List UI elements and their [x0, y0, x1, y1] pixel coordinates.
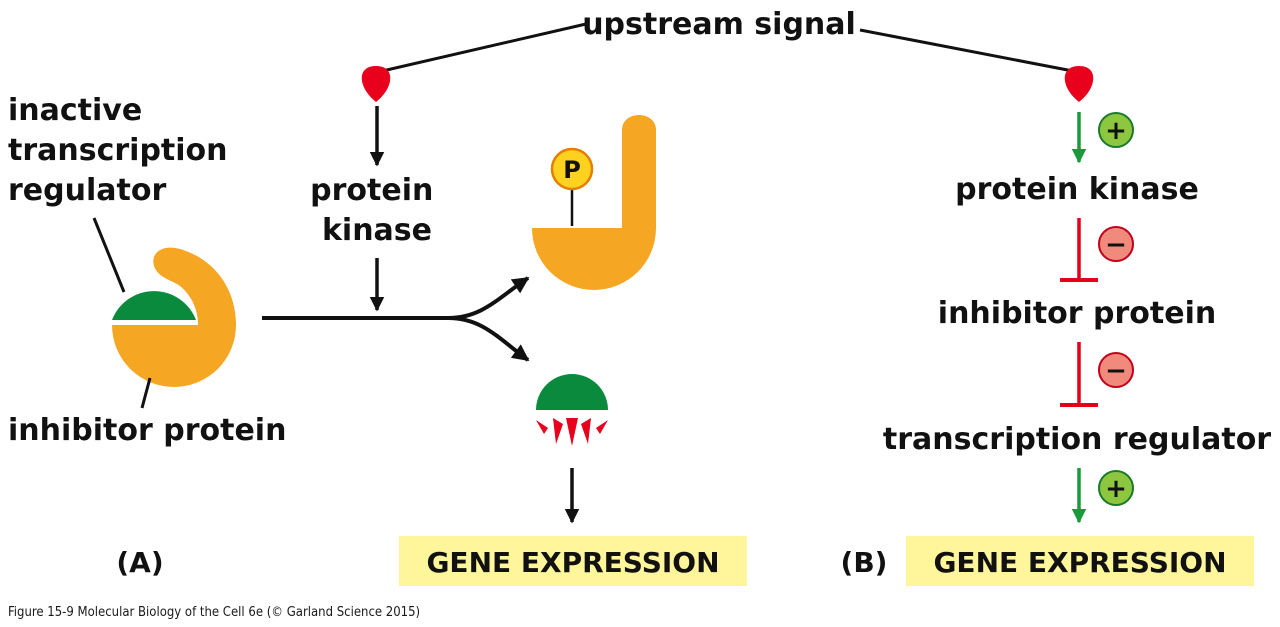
inhibitor-protein-left-label: inhibitor protein [8, 413, 286, 448]
protein-kinase-left-line-2: kinase [322, 213, 432, 248]
signal-connector-right [859, 28, 1079, 74]
signal-molecule-left [361, 66, 391, 102]
inhibitor-protein-shape [112, 247, 236, 387]
fork-upper-arrow [447, 276, 530, 320]
inactive-regulator-line-2: transcription [8, 133, 228, 168]
activation-badge-2 [1098, 470, 1134, 506]
transcription-regulator-right-label: transcription regulator [883, 422, 1271, 457]
panel-b-label: (B) [841, 546, 888, 579]
activity-ray-4 [581, 418, 591, 444]
phosphate-circle [550, 147, 594, 191]
activity-ray-1 [536, 420, 548, 434]
inactive-regulator-line-1: inactive [8, 93, 142, 128]
panel-a-label: (A) [116, 546, 163, 579]
active-regulator-shape [536, 374, 608, 410]
fork-lower-arrow [447, 316, 530, 362]
inhibition-sign-2: − [1105, 356, 1127, 386]
inhibition-badge-2 [1098, 352, 1134, 388]
inhibition-bar-2 [1060, 342, 1098, 407]
figure-caption: Figure 15-9 Molecular Biology of the Cel… [8, 605, 420, 620]
active-regulator [536, 374, 608, 446]
inactive-regulator-label: inactive transcription regulator [8, 93, 238, 208]
regulator-pointer-line [92, 217, 126, 293]
gene-expression-a-box [399, 536, 747, 586]
protein-kinase-left-label: protein kinase [310, 173, 444, 248]
activity-ray-5 [596, 420, 608, 434]
signal-molecule-right [1064, 66, 1094, 102]
protein-kinase-right-label: protein kinase [955, 172, 1199, 207]
inactive-complex [112, 247, 236, 387]
activity-ray-2 [553, 418, 563, 444]
gene-expression-a-label: GENE EXPRESSION [426, 546, 719, 579]
regulator-protein-shape [112, 291, 196, 320]
inhibitor-protein-right-label: inhibitor protein [938, 296, 1216, 331]
inhibitor-pointer-line [140, 377, 152, 409]
inhibition-bar-1 [1060, 218, 1098, 282]
activation-sign-2: + [1105, 474, 1127, 504]
inhibition-sign-1: − [1105, 230, 1127, 260]
gene-expression-b-box [906, 536, 1254, 586]
activation-sign-1: + [1105, 116, 1127, 146]
phosphorylated-inhibitor-shape [532, 115, 656, 290]
activity-ray-3 [566, 418, 578, 446]
phosphate-label: P [563, 156, 581, 184]
activation-badge-1 [1098, 112, 1134, 148]
gene-expression-b-label: GENE EXPRESSION [933, 546, 1226, 579]
signal-connector-left [377, 22, 587, 74]
inhibition-badge-1 [1098, 226, 1134, 262]
phosphorylated-inhibitor: P [532, 115, 656, 290]
upstream-signal-label: upstream signal [582, 7, 856, 42]
inactive-regulator-line-3: regulator [8, 173, 166, 208]
protein-kinase-left-line-1: protein [310, 173, 433, 208]
